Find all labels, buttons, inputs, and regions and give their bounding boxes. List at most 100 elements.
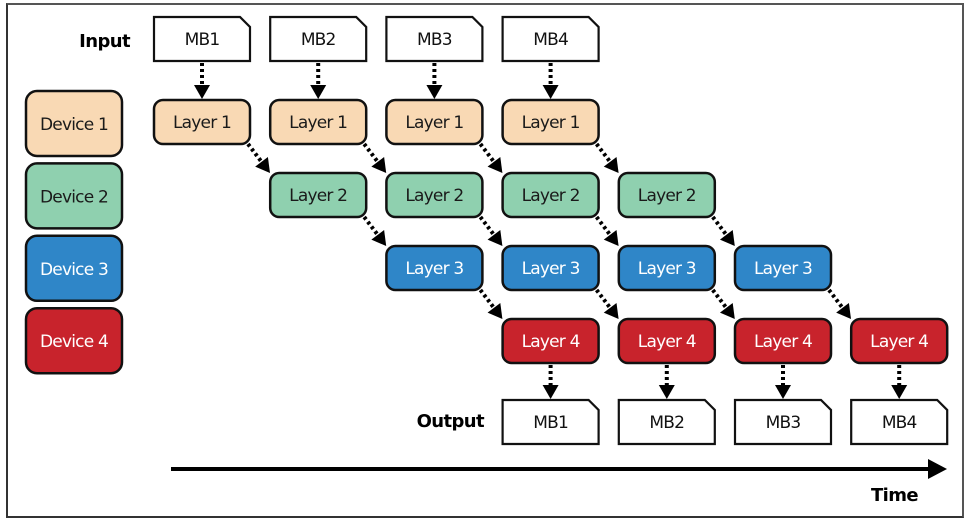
layer-block-label: Layer 1	[522, 113, 580, 133]
output-mb3-doc: MB3	[733, 398, 833, 446]
layer-4-mb2-block: Layer 4	[617, 317, 717, 365]
input-mb1-doc: MB1	[152, 15, 252, 63]
device-swatch	[24, 162, 124, 230]
arrow-input-mb3	[426, 63, 443, 99]
time-label: Time	[871, 485, 918, 506]
layer-block-rect	[501, 171, 600, 219]
device-label: Device 4	[40, 332, 108, 352]
layer-3-mb1-block: Layer 3	[385, 244, 484, 292]
layer-block-label: Layer 3	[754, 259, 812, 279]
layer-4-mb4-block: Layer 4	[849, 317, 949, 365]
arrow-output-mb1	[542, 365, 559, 399]
output-mb-label: MB2	[649, 413, 684, 433]
input-mb-label: MB1	[185, 30, 220, 50]
arrow-layer1-to-layer2-mb2	[362, 142, 387, 173]
arrow-layer3-to-layer4-mb1	[478, 288, 503, 319]
layer-block-label: Layer 2	[522, 186, 580, 206]
layer-block-rect	[152, 98, 252, 146]
arrow-layer1-to-layer2-mb4	[595, 142, 619, 173]
output-mb-label: MB1	[533, 413, 568, 433]
arrow-output-mb2	[658, 365, 675, 399]
input-mb-label: MB3	[417, 30, 452, 50]
input-mb-label: MB2	[301, 30, 336, 50]
layer-1-mb3-block: Layer 1	[385, 98, 484, 146]
output-mb2-doc: MB2	[617, 398, 716, 446]
input-mb3-doc: MB3	[385, 15, 484, 63]
figure-frame	[6, 3, 964, 518]
device-swatch	[24, 306, 124, 375]
arrow-layer2-to-layer3-mb1	[362, 215, 387, 246]
layer-4-mb3-block: Layer 4	[733, 317, 833, 365]
arrow-layer2-to-layer3-mb3	[595, 215, 619, 246]
layer-block-rect	[617, 244, 717, 292]
layer-block-rect	[849, 317, 949, 365]
layer-4-mb1-block: Layer 4	[501, 317, 600, 365]
layer-block-rect	[268, 98, 368, 146]
layer-block-rect	[385, 98, 484, 146]
device-label: Device 3	[40, 260, 108, 280]
layer-block-rect	[385, 244, 484, 292]
device-legend: Device 1 Device 2 Device 3 Device 4	[24, 89, 124, 375]
layer-block-label: Layer 3	[638, 259, 696, 279]
layer-2-mb2-block: Layer 2	[385, 171, 484, 219]
output-mb4-doc: MB4	[850, 398, 949, 446]
layer-block-label: Layer 3	[405, 259, 463, 279]
arrow-output-mb3	[775, 365, 791, 399]
output-mb1-doc: MB1	[501, 398, 600, 446]
layer-3-mb2-block: Layer 3	[501, 244, 600, 292]
layer-block-label: Layer 4	[522, 332, 580, 352]
device-swatch	[24, 234, 124, 303]
layer-block-rect	[617, 171, 717, 219]
layer-2-mb4-block: Layer 2	[617, 171, 717, 219]
layer-block-rect	[501, 98, 600, 146]
layer-3-mb3-block: Layer 3	[617, 244, 717, 292]
arrow-layer3-to-layer4-mb3	[711, 288, 735, 319]
layer-block-label: Layer 2	[289, 186, 347, 206]
device-label: Device 1	[40, 115, 108, 135]
layer-block-rect	[501, 317, 600, 365]
layer-2-mb1-block: Layer 2	[268, 171, 368, 219]
layer-blocks: Layer 1 Layer 1 Layer 1 Layer 1 Layer 2 Layer…	[152, 98, 949, 365]
arrow-input-mb4	[542, 63, 559, 99]
output-mb-label: MB4	[882, 413, 917, 433]
output-label: Output	[417, 411, 485, 432]
arrow-layer3-to-layer4-mb4	[827, 288, 851, 319]
layer-block-label: Layer 2	[638, 186, 696, 206]
layer-block-label: Layer 1	[289, 113, 347, 133]
arrow-layer2-to-layer3-mb4	[711, 215, 735, 246]
device-swatch	[24, 89, 124, 158]
layer-block-label: Layer 1	[173, 113, 231, 133]
arrow-layer2-to-layer3-mb2	[478, 215, 503, 246]
device-1-legend: Device 1	[24, 89, 124, 158]
flow-arrows	[194, 63, 908, 399]
layer-block-label: Layer 4	[754, 332, 812, 352]
layer-block-rect	[733, 244, 833, 292]
layer-block-rect	[733, 317, 833, 365]
device-label: Device 2	[40, 187, 108, 207]
layer-block-rect	[617, 317, 717, 365]
arrow-input-mb2	[310, 63, 327, 99]
arrow-output-mb4	[891, 365, 908, 399]
arrow-layer3-to-layer4-mb2	[595, 288, 619, 319]
layer-block-label: Layer 1	[405, 113, 463, 133]
arrow-input-mb1	[194, 63, 210, 99]
layer-block-label: Layer 4	[870, 332, 928, 352]
layer-block-label: Layer 2	[405, 186, 463, 206]
input-label: Input	[79, 31, 131, 52]
device-2-legend: Device 2	[24, 162, 124, 230]
layer-block-label: Layer 3	[522, 259, 580, 279]
arrow-layer1-to-layer2-mb1	[246, 142, 270, 173]
time-axis-arrow	[171, 459, 947, 479]
input-mb-label: MB4	[533, 30, 568, 50]
output-mb-label: MB3	[766, 413, 801, 433]
device-4-legend: Device 4	[24, 306, 124, 375]
layer-1-mb1-block: Layer 1	[152, 98, 252, 146]
layer-block-label: Layer 4	[638, 332, 696, 352]
input-mb4-doc: MB4	[501, 15, 600, 63]
layer-2-mb3-block: Layer 2	[501, 171, 600, 219]
device-3-legend: Device 3	[24, 234, 124, 303]
layer-block-rect	[268, 171, 368, 219]
layer-1-mb4-block: Layer 1	[501, 98, 600, 146]
